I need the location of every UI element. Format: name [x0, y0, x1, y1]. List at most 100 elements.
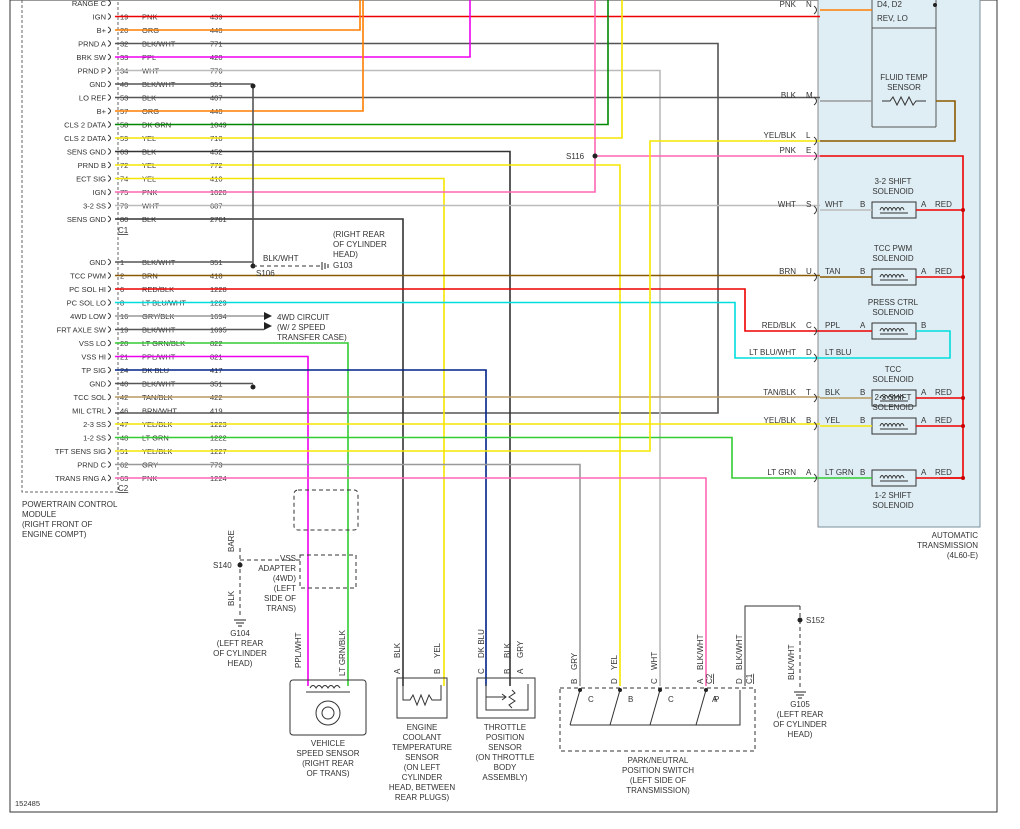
- pnp-contact-label: B: [628, 695, 633, 704]
- pcm-title-4: ENGINE COMPT): [22, 530, 87, 539]
- pin-terminal-icon: [107, 215, 111, 223]
- pin-circuit-number: 419: [210, 407, 223, 416]
- solenoid-pin-a: A: [921, 200, 927, 209]
- pin-terminal-icon: [107, 188, 111, 196]
- solenoid-label: SOLENOID: [872, 187, 914, 196]
- trans-pin-letter: S: [806, 200, 811, 209]
- pin-terminal-icon: [107, 326, 111, 333]
- vss-ppl-label: PPL/WHT: [294, 632, 303, 668]
- solenoid-pin-a: A: [921, 468, 927, 477]
- blk-label: BLK: [227, 590, 236, 606]
- pin-terminal-icon: [107, 53, 111, 61]
- solenoid-label: SOLENOID: [872, 308, 914, 317]
- pin-terminal-icon: [107, 461, 111, 468]
- wire-tft-1227: [115, 140, 820, 452]
- solenoid-pin-b: B: [860, 468, 865, 477]
- wire-cls2-710: [115, 0, 623, 139]
- ect-yel-pin: B: [433, 669, 442, 674]
- g104-note-3: HEAD): [228, 659, 253, 668]
- pin-terminal-icon: [107, 393, 111, 401]
- g103-label: G103: [333, 261, 353, 270]
- trans-pin-letter: C: [806, 321, 812, 330]
- ect-sensor-box: [396, 677, 448, 719]
- solenoid-bus-dot: [961, 396, 965, 400]
- pin-terminal-icon: [107, 148, 111, 155]
- wire-sens-gnd-2761: [115, 218, 404, 686]
- pnp-conn-c1: C1: [745, 673, 754, 684]
- ect-yel-label: YEL: [433, 642, 442, 658]
- pin-function-label: PRND C: [77, 461, 106, 470]
- pin-terminal-icon: [107, 299, 111, 306]
- trans-wire-color-label: LT BLU/WHT: [749, 348, 796, 357]
- solenoid-label: 1-2 SHIFT: [875, 491, 912, 500]
- pnp-pin-letter: D: [735, 678, 744, 684]
- pin-function-label: MIL CTRL: [72, 407, 106, 416]
- g103-note-2: OF CYLINDER: [333, 240, 387, 249]
- trans-pin-letter: A: [806, 468, 812, 477]
- s106-label: S106: [256, 269, 275, 278]
- pin-function-label: RANGE C: [72, 0, 107, 8]
- tps-label-4: (ON THROTTLE: [476, 753, 535, 762]
- pin-terminal-icon: [107, 353, 111, 360]
- wire-sens-gnd-452: [115, 150, 511, 686]
- pnp-conn-c2: C2: [705, 673, 714, 684]
- solenoid-bus-dot: [961, 275, 965, 279]
- vss-adapter-4: (LEFT: [274, 584, 296, 593]
- trans-wire-color-label: YEL/BLK: [764, 131, 797, 140]
- trans-pin-letter: E: [806, 146, 811, 155]
- solenoid-coil-icon: [871, 469, 917, 487]
- trans-wire-color-label: TAN/BLK: [763, 388, 796, 397]
- pin-function-label: TCC SOL: [73, 393, 106, 402]
- solenoid-pin-a: B: [921, 321, 926, 330]
- wire-ign-1020: [115, 0, 596, 193]
- solenoid-wire-color: YEL: [825, 416, 841, 425]
- g105-label: G105: [790, 700, 810, 709]
- wire-prnd-p-776: [115, 69, 661, 686]
- pin-terminal-icon: [107, 434, 111, 441]
- pcm-title-1: POWERTRAIN CONTROL: [22, 500, 118, 509]
- pin-function-label: LO REF: [79, 94, 107, 103]
- solenoid-label: 3-2 SHIFT: [875, 177, 912, 186]
- pcm-module-outline: [21, 0, 119, 493]
- splice-dot-gnd: [250, 83, 256, 89]
- wire-cls2-1049: [115, 0, 609, 126]
- pin-function-label: BRK SW: [76, 53, 107, 62]
- pin-terminal-icon: [107, 121, 111, 128]
- pin-terminal-icon: [107, 0, 111, 7]
- pin-terminal-icon: [107, 312, 111, 320]
- pin-function-label: 2-3 SS: [83, 420, 106, 429]
- wire-brk-sw-420: [115, 0, 471, 58]
- trans-pin-letter: N: [806, 0, 812, 9]
- pin-terminal-icon: [107, 258, 111, 266]
- vss-adapter-top: [293, 489, 359, 531]
- solenoid-bus-dot: [961, 208, 965, 212]
- trans-title-2: TRANSMISSION: [917, 541, 978, 550]
- pin-terminal-icon: [107, 161, 111, 169]
- pin-function-label: TP SIG: [82, 366, 107, 375]
- pcm-title-2: MODULE: [22, 510, 56, 519]
- pin-function-label: PRND P: [78, 67, 106, 76]
- pin-function-label: IGN: [93, 13, 106, 22]
- pin-function-label: GND: [89, 258, 106, 267]
- solenoid-winding-icon: [879, 274, 908, 281]
- range-label-d4: D4, D2: [877, 0, 902, 9]
- solenoid-pin-b: B: [860, 267, 865, 276]
- trans-wire-color-label: BRN: [779, 267, 796, 276]
- pin-function-label: CLS 2 DATA: [64, 121, 106, 130]
- wire-prnd-b-772: [115, 164, 621, 686]
- solenoid-pin-a: A: [921, 416, 927, 425]
- ect-thermistor-icon: [402, 685, 442, 707]
- wire-prnd-c-773: [115, 463, 581, 686]
- pin-function-label: PC SOL HI: [69, 285, 106, 294]
- trans-terminal-icon: [813, 393, 817, 403]
- solenoid-label: SOLENOID: [872, 254, 914, 263]
- vss-adapter-box: [299, 554, 357, 589]
- pin-terminal-icon: [107, 94, 111, 101]
- vss-adapter-2: ADAPTER: [258, 564, 296, 573]
- vss-grn-label: LT GRN/BLK: [338, 629, 347, 676]
- pnp-label-3: (LEFT SIDE OF: [630, 776, 686, 785]
- trans-terminal-icon: [813, 5, 817, 15]
- pin-function-label: PRND B: [78, 161, 106, 170]
- pin-function-label: B+: [97, 107, 107, 116]
